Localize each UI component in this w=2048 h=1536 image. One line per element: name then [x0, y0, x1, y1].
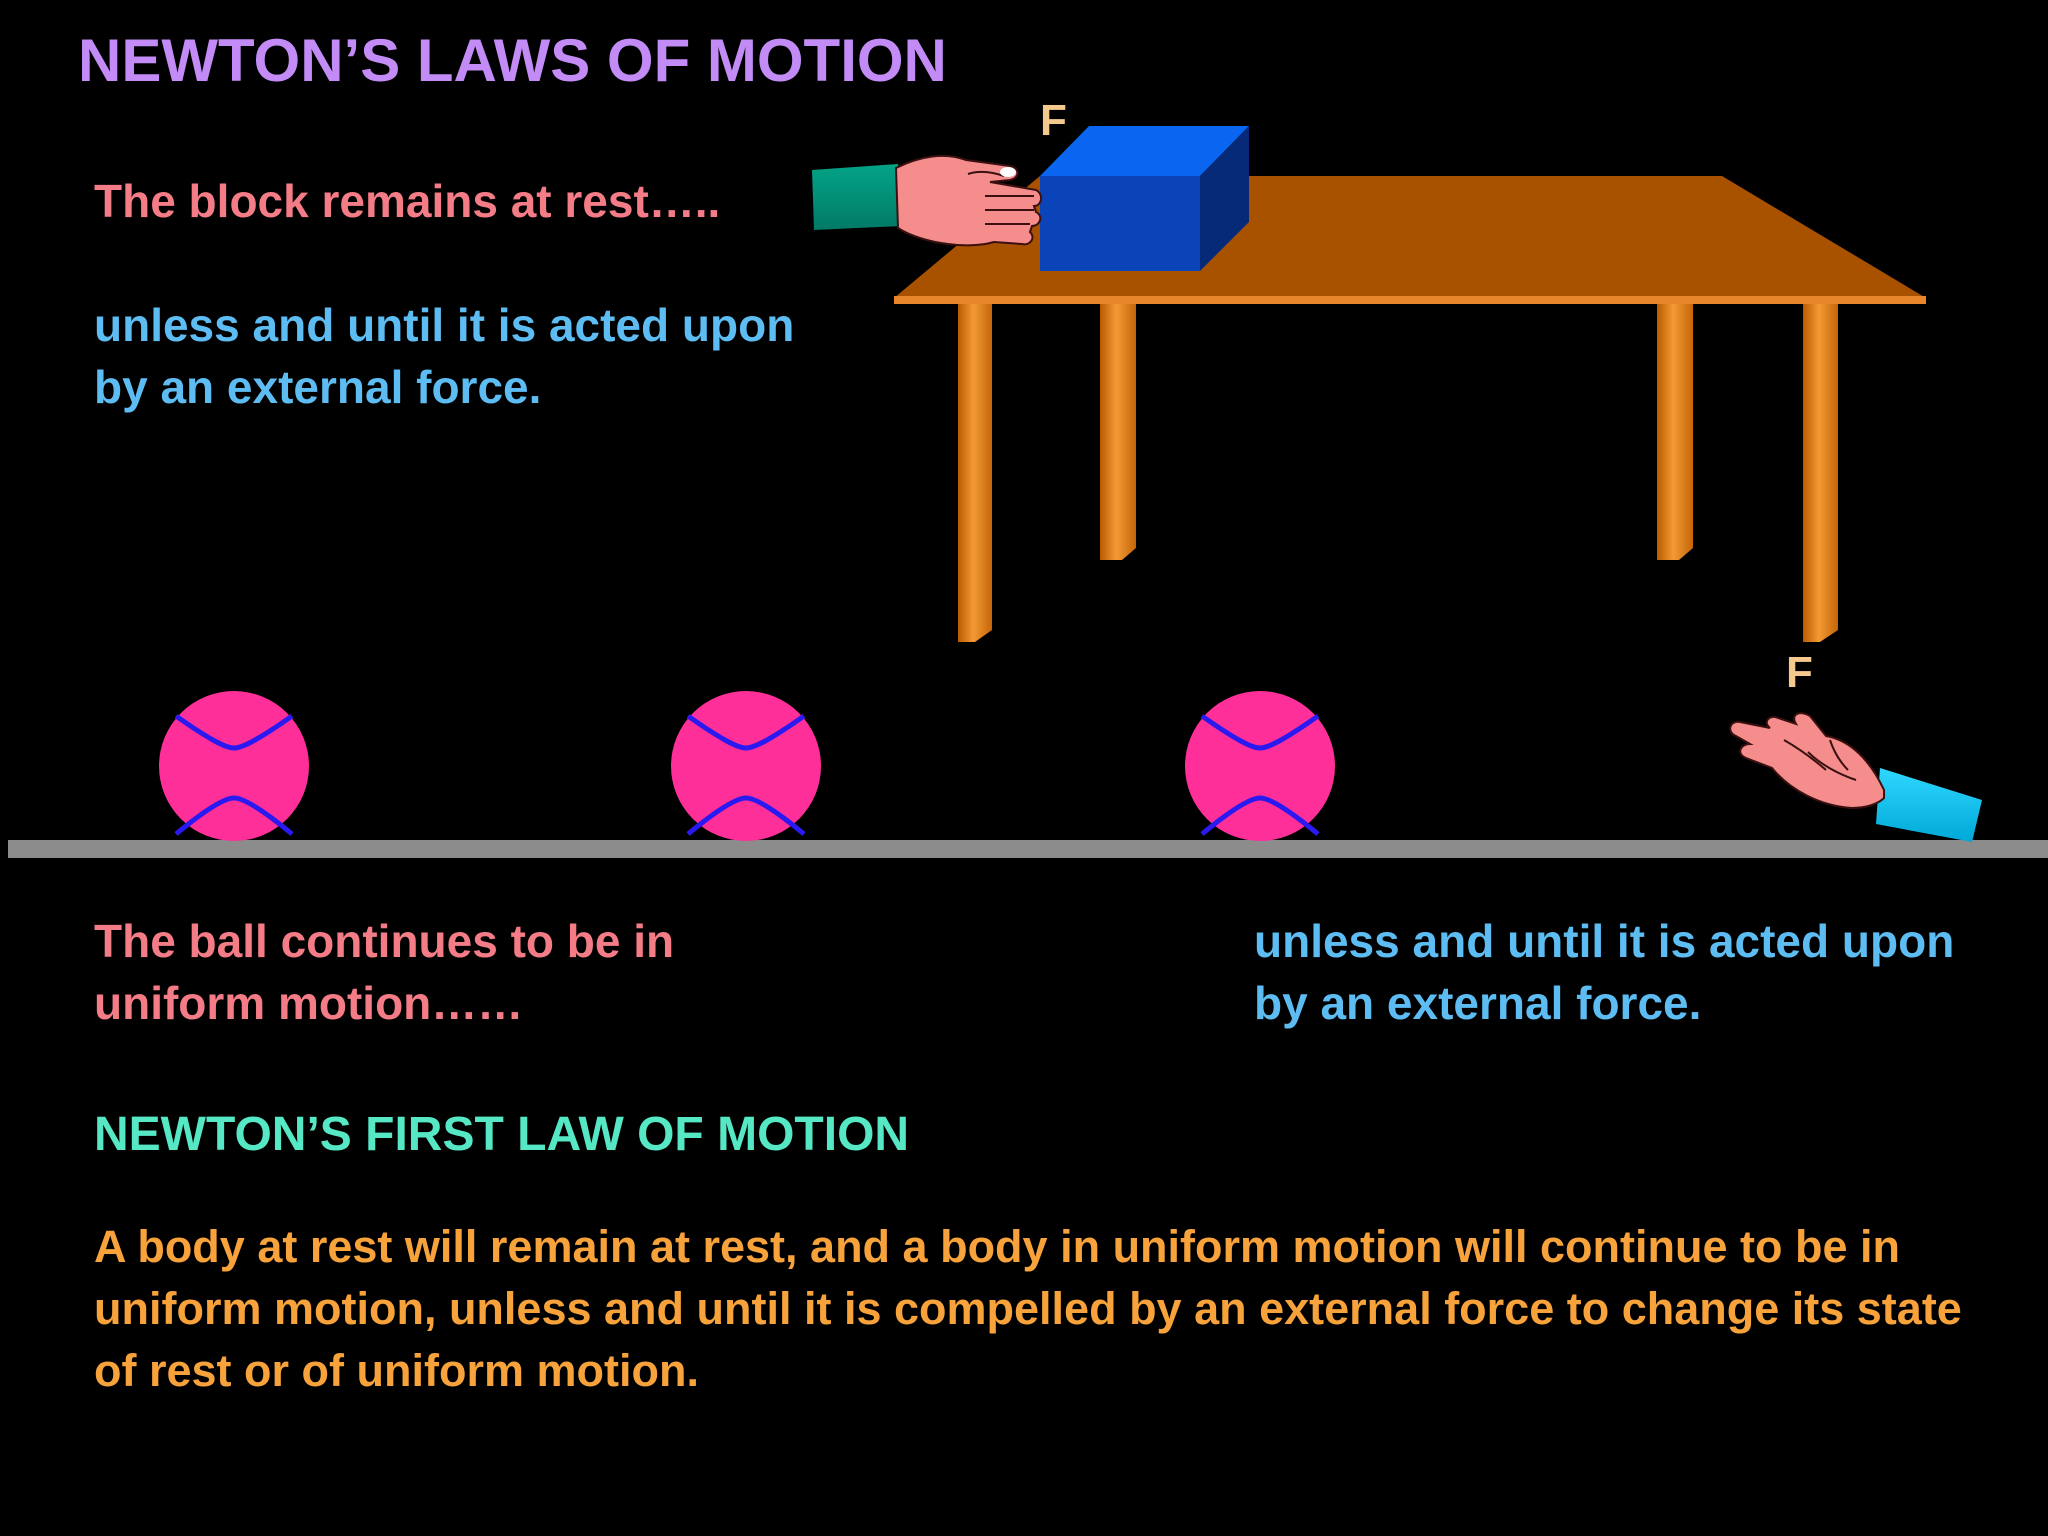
ball-motion-text: The ball continues to be in uniform moti…: [94, 915, 675, 1029]
ball-3: [1185, 691, 1335, 841]
ball-1: [159, 691, 309, 841]
pushing-hand-icon: [812, 154, 1042, 247]
block-front-face: [1040, 176, 1200, 271]
ball-2: [671, 691, 821, 841]
sleeve-right: [1876, 768, 1982, 842]
table-leg-back-left: [1100, 302, 1136, 560]
table-leg-back-right: [1657, 302, 1693, 560]
table-leg-front-left: [958, 302, 992, 642]
ball-force-text: unless and until it is acted upon by an …: [1254, 915, 1955, 1029]
law-heading: NEWTON’S FIRST LAW OF MOTION: [94, 1108, 910, 1161]
cube-icon: [1040, 126, 1249, 271]
hand-push-crease: [967, 170, 1005, 177]
block-top-face: [1040, 126, 1249, 176]
hand-push-nail: [1000, 167, 1016, 177]
table-legs: [958, 302, 1838, 642]
law-statement: A body at rest will remain at rest, and …: [94, 1221, 1962, 1396]
hand-catch-lines: [1807, 751, 1857, 781]
table-edge: [894, 296, 1926, 304]
hand-catch-palm: [1729, 712, 1885, 810]
sleeve-left: [812, 164, 902, 230]
block-rest-text: The block remains at rest…..: [94, 175, 721, 227]
table-leg-front-right: [1803, 302, 1838, 642]
hand-push-palm: [894, 154, 1042, 247]
floor-line: [8, 840, 2048, 858]
open-hand-icon: [1729, 712, 1982, 842]
ball-icon: [159, 691, 1335, 841]
force-label-block: F: [1040, 96, 1067, 145]
block-force-text: unless and until it is acted upon by an …: [94, 299, 795, 413]
hand-push-fingers: [985, 195, 1034, 225]
force-label-ball: F: [1786, 648, 1813, 697]
block-side-face: [1200, 126, 1249, 271]
page-title: NEWTON’S LAWS OF MOTION: [78, 27, 947, 94]
